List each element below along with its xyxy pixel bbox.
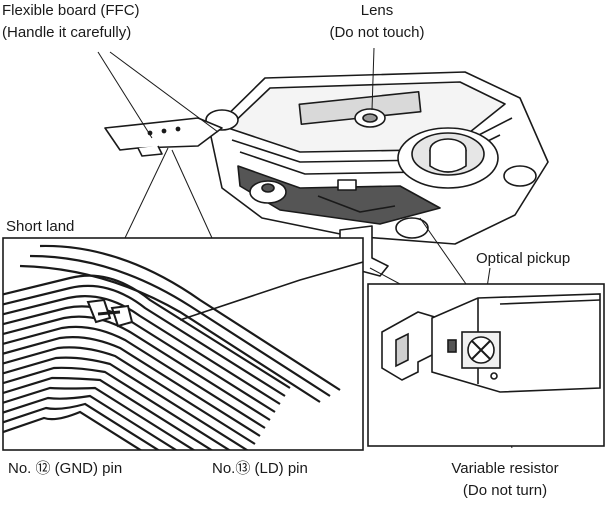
short-land-label: Short land <box>6 218 75 235</box>
ffc-left <box>104 117 223 151</box>
flexible-board-label-line2: (Handle it carefully) <box>2 24 132 41</box>
optical-pickup-inset <box>367 283 605 447</box>
lens-label-line2: (Do not touch) <box>329 24 425 41</box>
variable-resistor-label-line2: (Do not turn) <box>462 482 548 499</box>
ld-pin-label: No.⑬ (LD) pin <box>212 460 308 477</box>
variable-resistor-label-line1: Variable resistor <box>451 460 559 477</box>
lens-label-line1: Lens <box>360 2 394 19</box>
ffc-closeup-inset <box>2 237 364 451</box>
flexible-board-label-line1: Flexible board (FFC) <box>2 2 140 19</box>
gnd-pin-label: No. ⑫ (GND) pin <box>8 460 123 477</box>
pickup-mechanism <box>104 71 549 277</box>
optical-pickup-label: Optical pickup <box>476 250 571 267</box>
